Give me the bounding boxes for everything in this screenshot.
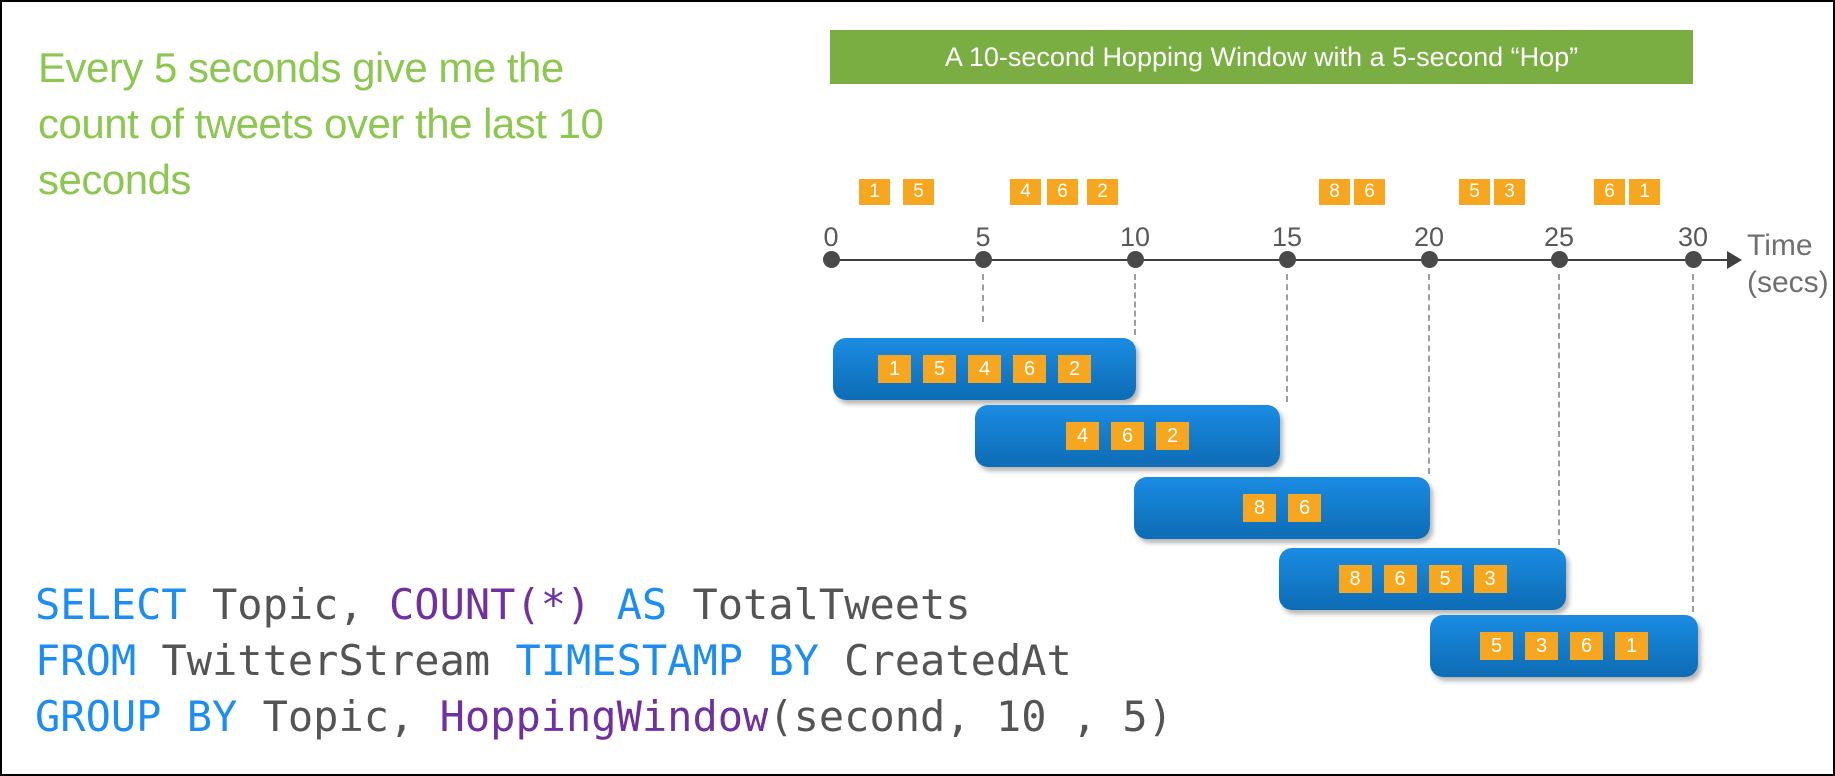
heading-line-2: count of tweets over the last 10	[38, 100, 604, 147]
title-banner-label: A 10-second Hopping Window with a 5-seco…	[944, 41, 1579, 72]
title-banner: A 10-second Hopping Window with a 5-seco…	[830, 30, 1693, 84]
event-chip: 6	[1047, 179, 1078, 205]
tick-dash-line-20	[1428, 274, 1430, 474]
time-axis-caption-line1: Time	[1747, 229, 1813, 262]
tick-label-0: 0	[823, 222, 839, 252]
window-chip: 1	[1615, 632, 1648, 660]
sql-text: TwitterStream	[136, 636, 516, 685]
time-axis-arrow-icon	[1727, 251, 1742, 269]
sql-keyword: AS	[616, 580, 668, 629]
tick-dot-0	[823, 251, 840, 268]
window-chip: 6	[1288, 494, 1321, 522]
time-axis-caption: Time (secs)	[1747, 227, 1829, 301]
heading-text: Every 5 seconds give me the count of twee…	[38, 40, 604, 208]
event-chip: 4	[1010, 179, 1041, 205]
sql-function: HoppingWindow	[439, 692, 769, 741]
tick-dash-line-15	[1286, 274, 1288, 402]
tick-dash-line-30	[1692, 274, 1694, 612]
tick-dot-25	[1551, 251, 1568, 268]
window-chip: 8	[1338, 565, 1372, 593]
tick-dot-20	[1421, 251, 1438, 268]
event-chip: 1	[1629, 179, 1660, 205]
tick-label-10: 10	[1119, 222, 1151, 252]
tick-label-30: 30	[1677, 222, 1709, 252]
tick-label-15: 15	[1271, 222, 1303, 252]
window-chip: 4	[968, 355, 1001, 383]
sql-keyword: SELECT	[35, 580, 187, 629]
sql-keyword: TIMESTAMP BY	[515, 636, 819, 685]
heading-line-3: seconds	[38, 156, 191, 203]
time-axis-caption-line2: (secs)	[1747, 266, 1829, 299]
window-chip: 2	[1156, 422, 1189, 450]
code-line-2: FROM TwitterStream TIMESTAMP BY CreatedA…	[35, 633, 1173, 689]
window-chip: 6	[1111, 422, 1144, 450]
sql-keyword: FROM	[35, 636, 137, 685]
window-chip: 5	[923, 355, 956, 383]
event-chip: 1	[859, 179, 890, 205]
sql-function: COUNT(*)	[389, 580, 592, 629]
sql-text: TotalTweets	[667, 580, 971, 629]
tick-dot-30	[1685, 251, 1702, 268]
event-chip: 2	[1087, 179, 1118, 205]
window-chip: 1	[878, 355, 911, 383]
sql-keyword: GROUP BY	[35, 692, 238, 741]
tick-label-25: 25	[1543, 222, 1575, 252]
window-chip: 3	[1525, 632, 1558, 660]
tick-label-20: 20	[1413, 222, 1445, 252]
sql-text: (second, 10 , 5)	[768, 692, 1173, 741]
sql-text: Topic,	[186, 580, 390, 629]
sql-text	[591, 580, 616, 629]
window-chip: 4	[1066, 422, 1099, 450]
tick-dot-15	[1279, 251, 1296, 268]
window-chip: 2	[1058, 355, 1091, 383]
tick-dash-line-10	[1134, 274, 1136, 335]
heading-line-1: Every 5 seconds give me the	[38, 44, 564, 91]
event-chip: 5	[1459, 179, 1490, 205]
code-line-1: SELECT Topic, COUNT(*) AS TotalTweets	[35, 577, 1173, 633]
sql-text: Topic,	[237, 692, 440, 741]
event-chip: 3	[1494, 179, 1525, 205]
event-chip: 6	[1354, 179, 1385, 205]
event-chip: 8	[1319, 179, 1350, 205]
window-chip: 5	[1480, 632, 1513, 660]
code-line-3: GROUP BY Topic, HoppingWindow(second, 10…	[35, 689, 1173, 745]
window-chip: 3	[1473, 565, 1507, 593]
window-chip: 8	[1243, 494, 1276, 522]
tick-dash-line-5	[982, 274, 984, 322]
event-chip: 6	[1594, 179, 1625, 205]
window-chip: 6	[1013, 355, 1046, 383]
sql-text: CreatedAt	[818, 636, 1072, 685]
tick-dot-10	[1127, 251, 1144, 268]
tick-dash-line-25	[1558, 274, 1560, 545]
window-chip: 5	[1428, 565, 1462, 593]
tick-label-5: 5	[975, 222, 991, 252]
window-chip: 6	[1383, 565, 1417, 593]
tick-dot-5	[975, 251, 992, 268]
window-chip: 6	[1570, 632, 1603, 660]
event-chip: 5	[903, 179, 934, 205]
